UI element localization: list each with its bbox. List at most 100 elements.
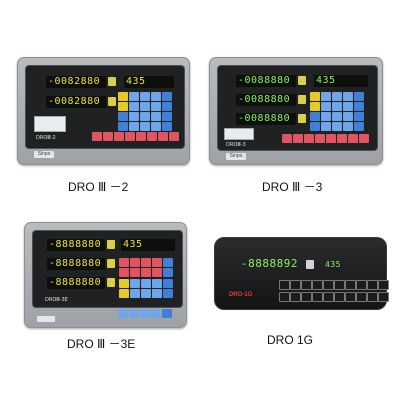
- key[interactable]: [293, 134, 303, 143]
- key[interactable]: [152, 258, 162, 267]
- key[interactable]: [304, 134, 314, 143]
- key[interactable]: [323, 280, 334, 290]
- key[interactable]: [119, 289, 129, 298]
- key[interactable]: [118, 112, 128, 121]
- key[interactable]: [321, 112, 331, 121]
- key[interactable]: [315, 134, 325, 143]
- key[interactable]: [118, 122, 128, 131]
- key[interactable]: [290, 280, 301, 290]
- key[interactable]: [354, 102, 364, 111]
- key[interactable]: [140, 112, 150, 121]
- key[interactable]: [348, 134, 358, 143]
- key[interactable]: [367, 292, 378, 302]
- key[interactable]: [140, 122, 150, 131]
- key[interactable]: [343, 92, 353, 101]
- key[interactable]: [114, 132, 124, 141]
- key[interactable]: [130, 258, 140, 267]
- key[interactable]: [152, 279, 162, 288]
- key[interactable]: [310, 102, 320, 111]
- key[interactable]: [147, 132, 157, 141]
- key[interactable]: [343, 102, 353, 111]
- key[interactable]: [301, 292, 312, 302]
- key[interactable]: [356, 280, 367, 290]
- key[interactable]: [343, 112, 353, 121]
- key[interactable]: [151, 112, 161, 121]
- key[interactable]: [119, 258, 129, 267]
- key[interactable]: [163, 279, 173, 288]
- key[interactable]: [118, 309, 128, 318]
- key[interactable]: [119, 279, 129, 288]
- key[interactable]: [140, 92, 150, 101]
- key[interactable]: [163, 258, 173, 267]
- key[interactable]: [310, 112, 320, 121]
- key[interactable]: [141, 279, 151, 288]
- key[interactable]: [332, 122, 342, 131]
- key[interactable]: [129, 92, 139, 101]
- key[interactable]: [312, 292, 323, 302]
- key[interactable]: [151, 102, 161, 111]
- key[interactable]: [162, 309, 172, 318]
- key[interactable]: [323, 292, 334, 302]
- key[interactable]: [321, 122, 331, 131]
- key[interactable]: [345, 280, 356, 290]
- key[interactable]: [140, 309, 150, 318]
- key[interactable]: [334, 280, 345, 290]
- key[interactable]: [162, 122, 172, 131]
- key[interactable]: [118, 92, 128, 101]
- key[interactable]: [312, 280, 323, 290]
- key[interactable]: [141, 258, 151, 267]
- key[interactable]: [310, 92, 320, 101]
- key[interactable]: [140, 102, 150, 111]
- key[interactable]: [326, 134, 336, 143]
- key[interactable]: [141, 289, 151, 298]
- key[interactable]: [125, 132, 135, 141]
- key[interactable]: [118, 102, 128, 111]
- key[interactable]: [136, 132, 146, 141]
- key[interactable]: [152, 289, 162, 298]
- key[interactable]: [152, 268, 162, 277]
- key[interactable]: [169, 132, 179, 141]
- key[interactable]: [162, 102, 172, 111]
- key[interactable]: [151, 122, 161, 131]
- key[interactable]: [163, 289, 173, 298]
- key[interactable]: [129, 122, 139, 131]
- key[interactable]: [301, 280, 312, 290]
- key[interactable]: [158, 132, 168, 141]
- key[interactable]: [378, 280, 389, 290]
- key[interactable]: [119, 268, 129, 277]
- key[interactable]: [163, 268, 173, 277]
- key[interactable]: [334, 292, 345, 302]
- key[interactable]: [310, 122, 320, 131]
- key[interactable]: [162, 92, 172, 101]
- key[interactable]: [92, 132, 102, 141]
- key[interactable]: [130, 268, 140, 277]
- key[interactable]: [151, 92, 161, 101]
- key[interactable]: [345, 292, 356, 302]
- key[interactable]: [129, 112, 139, 121]
- key[interactable]: [343, 122, 353, 131]
- key[interactable]: [282, 134, 292, 143]
- key[interactable]: [130, 279, 140, 288]
- key[interactable]: [321, 102, 331, 111]
- key[interactable]: [332, 112, 342, 121]
- key[interactable]: [130, 289, 140, 298]
- key[interactable]: [129, 309, 139, 318]
- key[interactable]: [290, 292, 301, 302]
- key[interactable]: [332, 92, 342, 101]
- key[interactable]: [354, 112, 364, 121]
- key[interactable]: [367, 280, 378, 290]
- key[interactable]: [279, 292, 290, 302]
- key[interactable]: [129, 102, 139, 111]
- key[interactable]: [359, 134, 369, 143]
- key[interactable]: [141, 268, 151, 277]
- key[interactable]: [378, 292, 389, 302]
- key[interactable]: [103, 132, 113, 141]
- key[interactable]: [321, 92, 331, 101]
- key[interactable]: [332, 102, 342, 111]
- key[interactable]: [354, 92, 364, 101]
- key[interactable]: [151, 309, 161, 318]
- key[interactable]: [279, 280, 290, 290]
- key[interactable]: [354, 122, 364, 131]
- key[interactable]: [162, 112, 172, 121]
- key[interactable]: [356, 292, 367, 302]
